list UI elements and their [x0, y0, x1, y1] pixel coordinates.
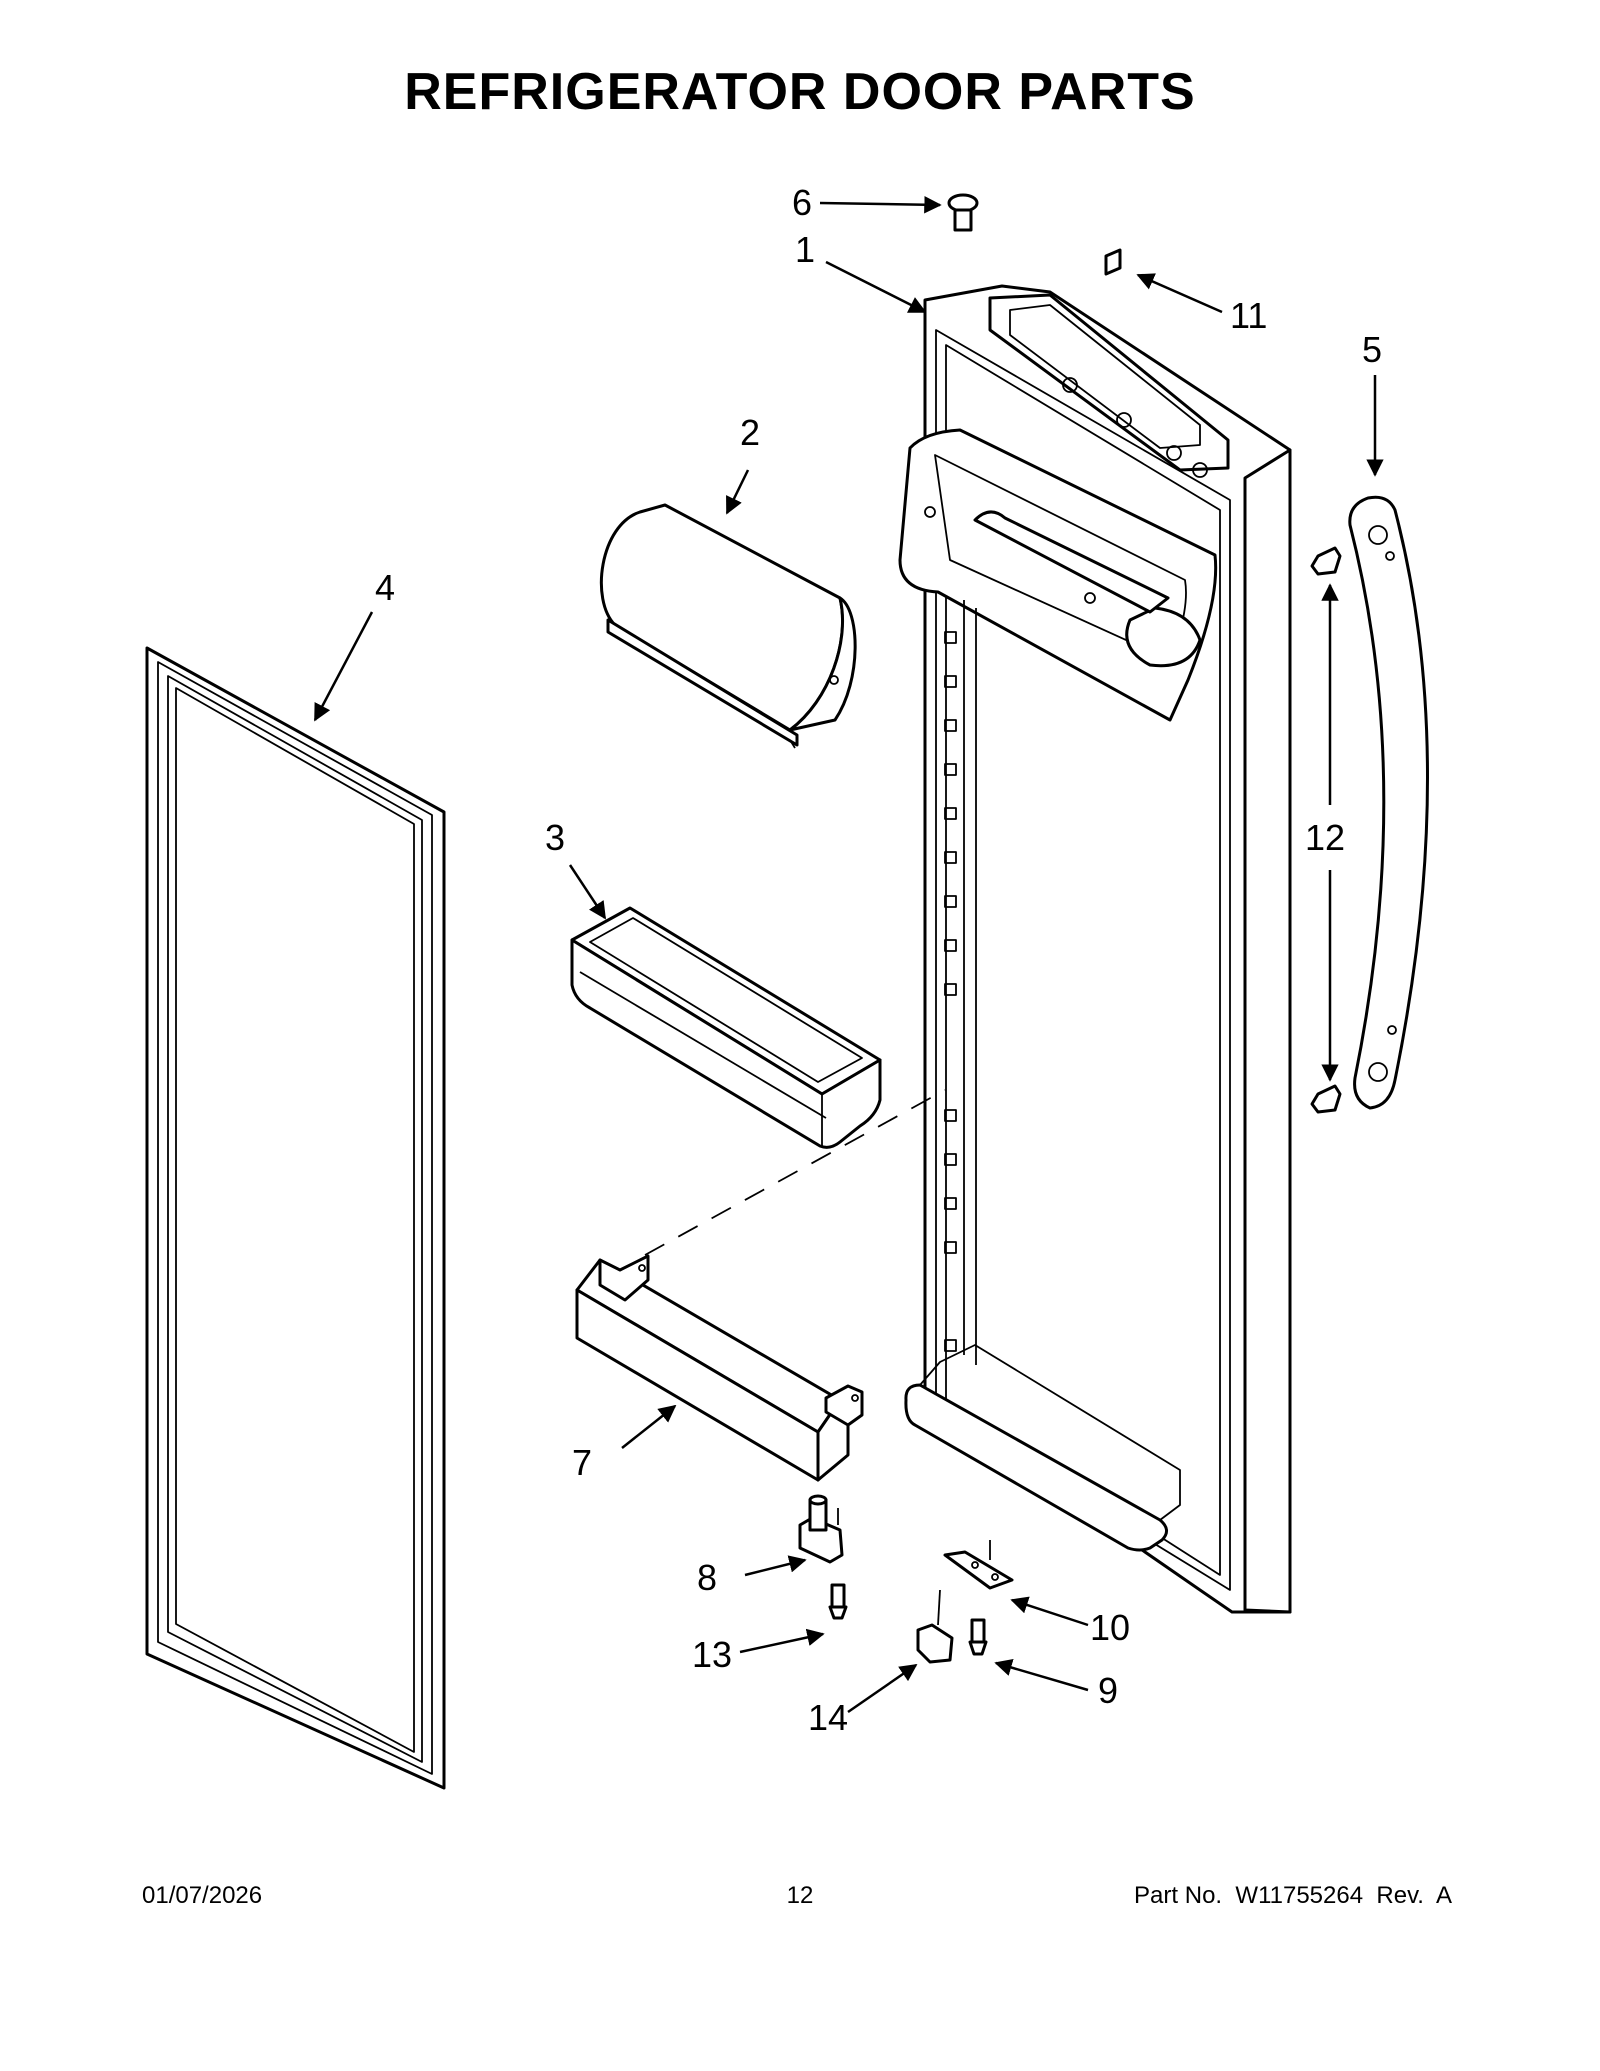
callout-labels: 1 2 3 4 5 6 7 8 9 10 11 12 13 14: [375, 182, 1382, 1738]
callout-3: 3: [545, 817, 565, 858]
callout-11: 11: [1230, 295, 1267, 336]
page-title: REFRIGERATOR DOOR PARTS: [404, 63, 1196, 121]
callout-12: 12: [1305, 817, 1345, 858]
part-1-door-liner: [898, 284, 1292, 1614]
part-12-handle-screws: [1310, 546, 1342, 1114]
callout-4: 4: [375, 567, 395, 608]
callout-14: 14: [808, 1697, 848, 1738]
part-8-hinge: [798, 1494, 844, 1564]
callout-2: 2: [740, 412, 760, 453]
part-9-screw: [968, 1618, 988, 1656]
callout-9: 9: [1098, 1670, 1118, 1711]
part-6-plug: [947, 193, 979, 232]
callout-5: 5: [1362, 329, 1382, 370]
callout-13: 13: [692, 1634, 732, 1675]
part-3-door-bin: [570, 906, 882, 1149]
footer-page-number: 12: [786, 1882, 814, 1909]
part-11-label: [1104, 248, 1122, 276]
callout-6: 6: [792, 182, 812, 223]
part-7-bin-retainer: [575, 1254, 864, 1482]
callout-7: 7: [572, 1442, 592, 1483]
callout-1: 1: [795, 229, 815, 270]
liner-bin-posts: [944, 631, 957, 1352]
part-14-spacer: [916, 1589, 954, 1664]
leader-arrows: [313, 195, 1384, 1714]
part-10-hinge-plate: [943, 1540, 1014, 1590]
footer-date: 01/07/2026: [142, 1882, 263, 1909]
part-13-screw: [828, 1583, 848, 1620]
part-4-door-gasket: [145, 646, 446, 1790]
footer-part-number: Part No. W11755264 Rev. A: [1134, 1882, 1452, 1909]
part-5-handle: [1348, 495, 1429, 1110]
callout-10: 10: [1090, 1607, 1130, 1648]
part-2-cover: [599, 503, 857, 749]
callout-8: 8: [697, 1557, 717, 1598]
